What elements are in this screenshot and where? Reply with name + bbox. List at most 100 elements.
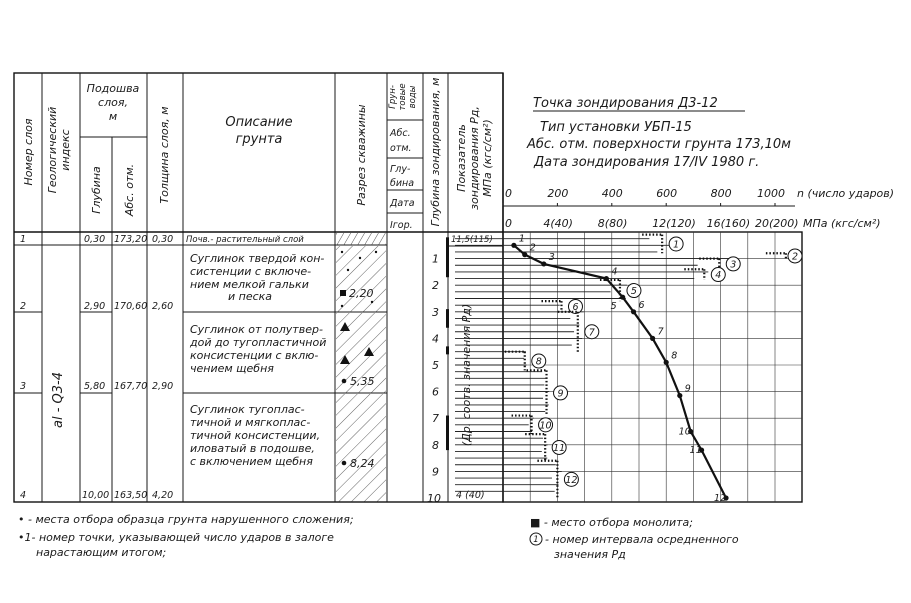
header-base-1: Подошва [87, 82, 140, 95]
interval-number-circle-icon [563, 471, 579, 487]
layer-description: Суглинок твердой кон- [190, 252, 324, 265]
layer-depth: 5,80 [84, 381, 105, 392]
pd-tick-label: 20(200) [755, 217, 799, 230]
interval-number-circle-icon [553, 385, 569, 401]
layer-thickness: 2,90 [152, 381, 173, 392]
layer-depth: 2,90 [84, 301, 105, 312]
blows-point [630, 309, 637, 315]
blows-point-label: 6 [639, 300, 645, 311]
blows-point-label: 4 [611, 267, 617, 278]
depth-tick-label: 7 [432, 412, 439, 425]
interval-number: 10 [540, 420, 552, 431]
header-gw-date: Дата [389, 198, 415, 209]
blows-tick-label: 1000 [757, 187, 785, 200]
header-groundwater-3: воды [408, 85, 418, 108]
blows-axis-label: n (число ударов) [797, 187, 894, 200]
legend-interval-circle-icon [529, 532, 543, 546]
table-row: 2 2,90 170,60 2,60 Суглинок твердой кон-… [20, 252, 324, 312]
layer-description: Суглинок тугоплас- [190, 403, 305, 416]
disturbed-sample-icon [341, 378, 347, 384]
blows-point [541, 261, 547, 267]
loam-hatch [336, 246, 386, 312]
legend-point-number-cont: нарастающим итогом; [36, 546, 166, 559]
layer-thickness: 0,30 [152, 234, 173, 245]
pd-top-value: 11,5(115) [451, 235, 493, 245]
blows-point [663, 359, 669, 365]
interval-number: 6 [572, 302, 578, 313]
interval-number: 9 [557, 388, 563, 399]
sounding-info: Точка зондирования Д3-12 Тип установки У… [526, 96, 791, 170]
header-gw-abs-1: Абс. [389, 128, 411, 139]
blows-point-label: 12 [714, 493, 726, 504]
blows-tick-label: 600 [656, 187, 677, 200]
geo-index-value: al - Q3-4 [51, 372, 66, 428]
layer-description: с включением щебня [190, 455, 313, 468]
layer-description: и песка [228, 290, 272, 303]
interval-number: 8 [536, 357, 542, 368]
layer-abs: 173,20 [114, 234, 147, 245]
blows-point [677, 392, 683, 399]
legend-point-number: •1- номер точки, указывающей число ударо… [18, 531, 334, 544]
borehole-section: 2,20 5,35 8,24 [336, 233, 386, 502]
header-pd-1: Показатель [455, 124, 468, 192]
blows-point-label: 3 [549, 252, 555, 263]
pd-note: (Др. соотв. значения Pд) [460, 304, 473, 446]
layer-description: иловатый в подошве, [190, 442, 315, 455]
layer-abs: 167,70 [114, 381, 147, 392]
header-pd-2: зондирования Pд, [468, 106, 481, 210]
interval-number-circle-icon [538, 417, 554, 433]
layer-description: тичной консистенции, [190, 429, 320, 442]
blows-tick-label: 200 [547, 187, 568, 200]
interval-number: 1 [673, 239, 679, 250]
monolith-sample-depth: 2,20 [349, 287, 374, 300]
interval-number-circle-icon [710, 267, 726, 283]
interval-number: 12 [565, 475, 577, 486]
header-geo-index-1: Геологический [46, 107, 59, 194]
header-groundwater-2: товые [398, 83, 408, 110]
sounding-depth-mark [446, 346, 449, 355]
pd-axis-label: МПа (кгс/см²) [803, 217, 881, 230]
layer-depth: 0,30 [84, 234, 105, 245]
legend-interval-cont: значения Pд [554, 548, 626, 561]
interval-number: 4 [715, 270, 721, 281]
sounding-date: Дата зондирования 17/IV 1980 г. [533, 155, 759, 170]
header-pd-3: МПа (кгс/см²) [481, 119, 494, 197]
header-probe-depth: Глубина зондирования, м [429, 78, 442, 227]
table-header: Номер слоя Геологический индекс Подошва … [22, 78, 494, 231]
sounding-depth-mark [446, 309, 449, 328]
sounding-depth-mark [446, 415, 449, 451]
layer-thickness: 4,20 [152, 490, 173, 501]
header-base-2: слоя, [98, 96, 128, 109]
layer-no: 3 [20, 381, 26, 392]
header-gw-depth-2: бина [390, 178, 414, 189]
table-row: 1 0,30 173,20 0,30 Почв.- растительный с… [20, 234, 304, 245]
gravel-symbols [340, 250, 378, 308]
layer-description: систенции с включе- [190, 265, 311, 278]
interval-number: 2 [792, 251, 798, 262]
depth-tick-label: 3 [432, 306, 439, 319]
header-gw-depth-1: Глу- [390, 164, 411, 175]
layer-description: дой до тугопластичной [189, 336, 326, 349]
plot-frame [502, 231, 803, 503]
depth-tick-label: 9 [432, 465, 439, 478]
interval-number-circle-icon [567, 298, 583, 314]
pd-tick-label: 12(120) [652, 217, 696, 230]
legend: • - места отбора образца грунта нарушенн… [18, 513, 739, 561]
soil-layer-hatch [336, 233, 386, 245]
layer-no: 1 [20, 234, 26, 245]
blows-point-label: 8 [671, 350, 677, 361]
layer-abs: 163,50 [114, 490, 147, 501]
header-gw-abs-2: отм. [390, 143, 412, 154]
blows-point-label: 9 [685, 384, 691, 395]
layer-description: тичной и мягкоплас- [190, 416, 310, 429]
blows-point [620, 294, 626, 300]
interval-number: 5 [631, 286, 637, 297]
blows-point [698, 447, 705, 453]
layer-description: нием мелкой гальки [190, 278, 309, 291]
interval-number-circle-icon [626, 283, 642, 299]
interval-number-circle-icon [584, 324, 600, 340]
layer-no: 2 [20, 301, 26, 312]
